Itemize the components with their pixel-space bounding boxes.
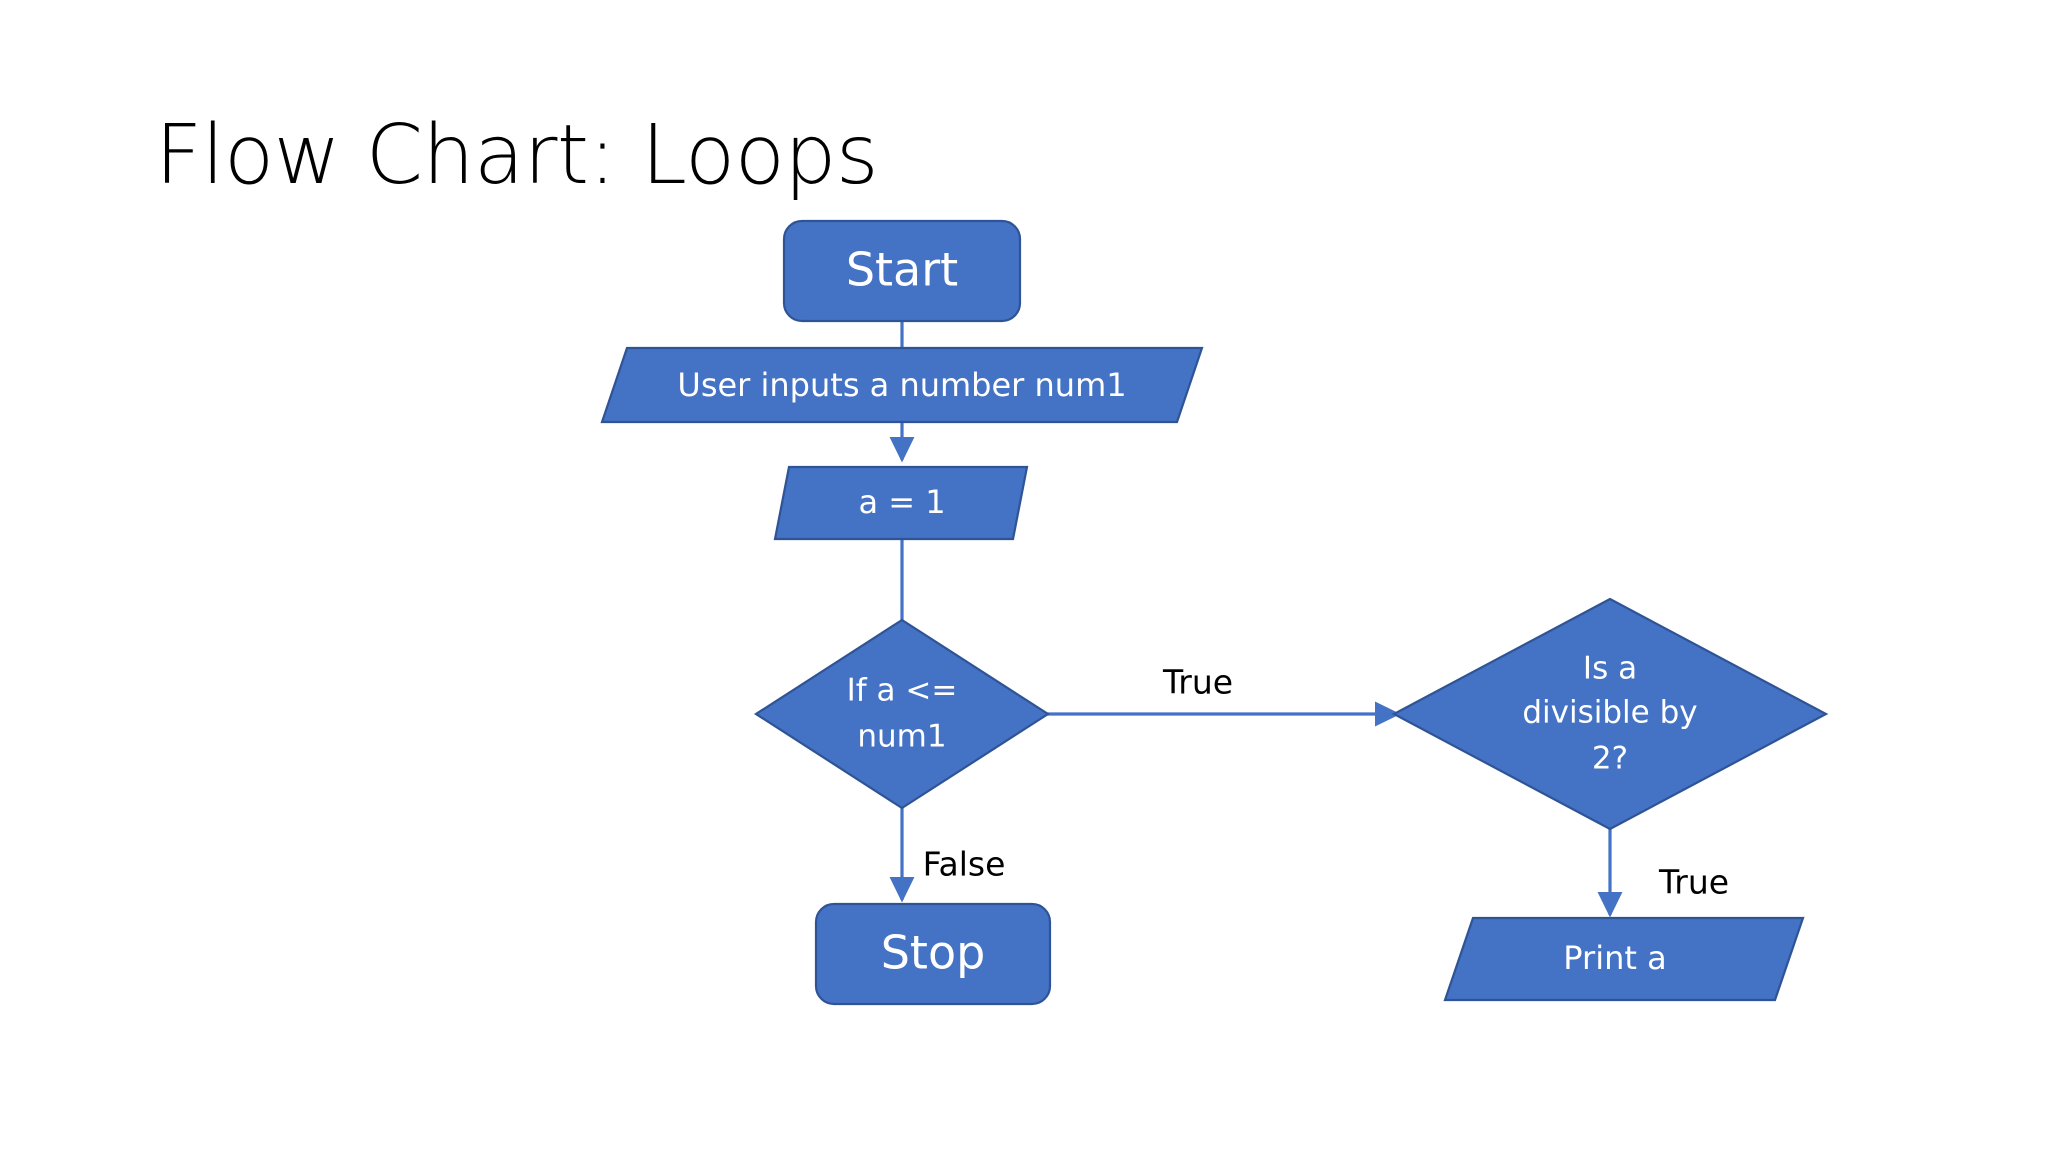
print-parallelogram-shape (1443, 916, 1805, 1002)
page-title: Flow Chart: Loops (155, 108, 879, 203)
node-check-even[interactable]: Is a divisible by 2? (1391, 597, 1829, 831)
edge-label-false-to-stop: False (923, 845, 1006, 884)
edge-labels: True False True (923, 663, 1729, 902)
edge-label-true-to-even: True (1162, 663, 1233, 702)
check-even-label-line3: 2? (1592, 741, 1628, 777)
node-assign-a[interactable]: a = 1 (773, 465, 1029, 541)
assign-a-label: a = 1 (858, 483, 945, 521)
assign-parallelogram-shape (773, 465, 1029, 541)
decision-loop-shape (753, 618, 1051, 810)
node-input-num1[interactable]: User inputs a number num1 (600, 346, 1204, 424)
print-a-label: Print a (1563, 939, 1666, 977)
decision-even-shape (1391, 597, 1829, 831)
check-loop-label-line2: num1 (857, 719, 946, 755)
connectors (889, 321, 1623, 918)
node-start[interactable]: Start (782, 219, 1022, 323)
start-terminator-shape (782, 219, 1022, 323)
input-parallelogram-shape (600, 346, 1204, 424)
input-num1-label: User inputs a number num1 (677, 366, 1126, 404)
check-even-label-line1: Is a (1583, 651, 1637, 687)
node-print-a[interactable]: Print a (1443, 916, 1805, 1002)
stop-label: Stop (881, 926, 986, 980)
edge-label-true-to-print: True (1658, 863, 1729, 902)
start-label: Start (846, 243, 958, 297)
check-loop-label-line1: If a <= (847, 673, 958, 709)
stop-terminator-shape (814, 902, 1052, 1006)
check-even-label-line2: divisible by (1522, 695, 1697, 731)
node-stop[interactable]: Stop (814, 902, 1052, 1006)
node-check-loop[interactable]: If a <= num1 (753, 618, 1051, 810)
